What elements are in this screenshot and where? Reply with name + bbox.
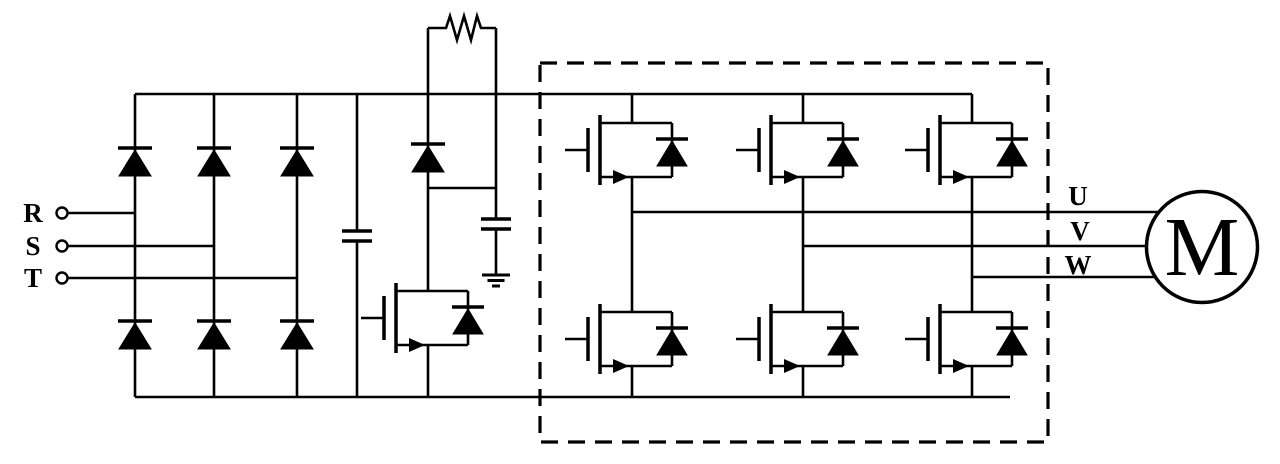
inverter-mosfet-bottom-w	[903, 302, 1030, 376]
inverter-dashed-box	[538, 61, 1050, 444]
dc-link-capacitor	[340, 229, 374, 243]
terminal-s-icon	[55, 239, 69, 253]
terminal-t-icon	[55, 271, 69, 285]
rectifier-diode-bottom-2	[195, 319, 233, 351]
phase-labels: U V W	[1065, 181, 1092, 280]
snubber-capacitor	[479, 217, 513, 231]
input-terminals: R S T	[23, 198, 69, 293]
inverter-mosfet-bottom-u	[563, 302, 690, 376]
brake-mosfet	[359, 281, 486, 355]
input-label-s: S	[25, 231, 40, 261]
input-label-r: R	[23, 198, 43, 228]
phase-output-wires	[632, 210, 1205, 279]
rectifier-diode-bottom-1	[116, 319, 154, 351]
dc-bus-wires	[135, 92, 1010, 399]
brake-chopper	[359, 11, 513, 355]
brake-chopper-wires	[426, 28, 498, 397]
rectifier-diode-top-3	[278, 146, 316, 178]
brake-resistor	[428, 11, 496, 45]
brake-freewheel-diode	[409, 142, 447, 174]
rectifier-bridge	[116, 146, 316, 351]
input-label-t: T	[24, 263, 42, 293]
phase-label-w: W	[1065, 250, 1092, 280]
input-line-wires	[67, 211, 297, 280]
motor-label: M	[1165, 201, 1240, 294]
inverter-mosfet-top-w	[903, 113, 1030, 187]
rectifier-diode-bottom-3	[278, 319, 316, 351]
wiring	[67, 28, 1205, 399]
motor-circle	[1144, 189, 1260, 305]
inverter-mosfet-top-v	[734, 113, 861, 187]
inverter	[563, 113, 1030, 376]
inverter-mosfet-bottom-v	[734, 302, 861, 376]
rectifier-diode-top-1	[116, 146, 154, 178]
phase-label-u: U	[1068, 181, 1088, 211]
phase-label-v: V	[1070, 216, 1090, 246]
motor: M	[1144, 189, 1260, 305]
rectifier-diode-top-2	[195, 146, 233, 178]
inverter-leg-wires	[630, 94, 974, 397]
inverter-mosfet-top-u	[563, 113, 690, 187]
ground-icon	[480, 273, 512, 288]
terminal-r-icon	[55, 206, 69, 220]
